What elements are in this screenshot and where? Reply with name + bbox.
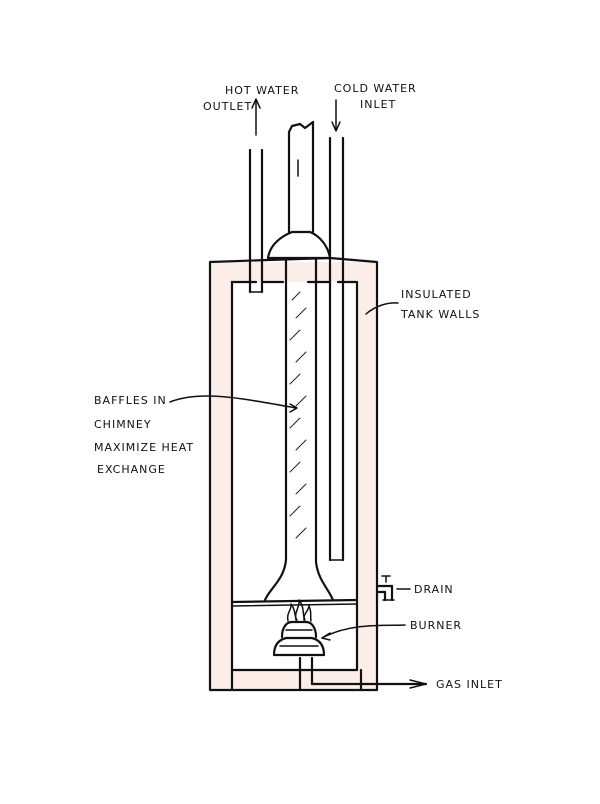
insulated-label-line1: INSULATED xyxy=(401,288,472,301)
combustion-chamber xyxy=(230,598,359,607)
baffles-label-line4: EXCHANGE xyxy=(97,463,166,476)
baffles-leader xyxy=(169,395,298,413)
cold-water-dip-tube xyxy=(328,136,345,562)
hot-water-arrow-icon xyxy=(251,98,261,136)
baffles-label-line2: CHIMNEY xyxy=(94,418,152,431)
chimney-baffles xyxy=(289,291,307,539)
gas-line xyxy=(298,656,428,692)
flue-hood xyxy=(266,120,332,260)
burner-leader xyxy=(321,624,406,641)
drain-label: DRAIN xyxy=(414,583,454,596)
hot-water-label-line1: HOT WATER xyxy=(225,84,299,97)
insulated-leader xyxy=(365,302,399,315)
chimney xyxy=(263,256,335,602)
burner-label: BURNER xyxy=(410,619,462,632)
baffles-label-line1: BAFFLES IN xyxy=(94,394,167,407)
gas-inlet-arrow-icon xyxy=(409,679,427,689)
flame-icon xyxy=(286,599,312,622)
drain-valve xyxy=(375,575,395,602)
cold-water-label-line2: INLET xyxy=(360,98,396,111)
hot-water-outlet-pipe xyxy=(248,148,264,294)
cold-water-label-line1: COLD WATER xyxy=(334,82,417,95)
insulated-label-line2: TANK WALLS xyxy=(400,308,480,321)
tank-walls xyxy=(208,256,379,692)
gas-inlet-label: GAS INLET xyxy=(436,678,503,691)
burner xyxy=(272,620,326,657)
cold-water-arrow-icon xyxy=(331,99,341,132)
hot-water-label-line2: OUTLET xyxy=(203,100,252,113)
baffles-label-line3: MAXIMIZE HEAT xyxy=(94,441,194,454)
